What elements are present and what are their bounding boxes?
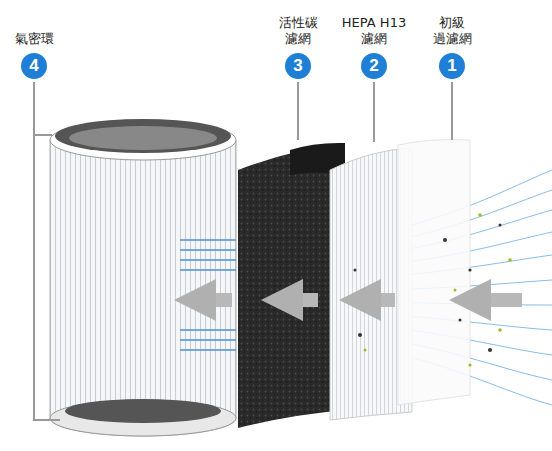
part-name: 活性碳 濾網 [277,15,319,47]
callout-number: 4 [21,53,47,79]
callout-node: 初級 過濾網 1 [432,15,472,79]
callout-node: 氣密環 4 [4,31,64,79]
part-name: 氣密環 [4,31,64,47]
callout-number: 2 [361,53,387,79]
callout-node: 活性碳 濾網 3 [277,15,319,79]
part-name: 初級 過濾網 [432,15,472,47]
callout-number: 1 [439,53,465,79]
callout-number: 3 [285,53,311,79]
part-name: HEPA H13 濾網 [339,15,409,47]
callout-node: HEPA H13 濾網 2 [339,15,409,79]
